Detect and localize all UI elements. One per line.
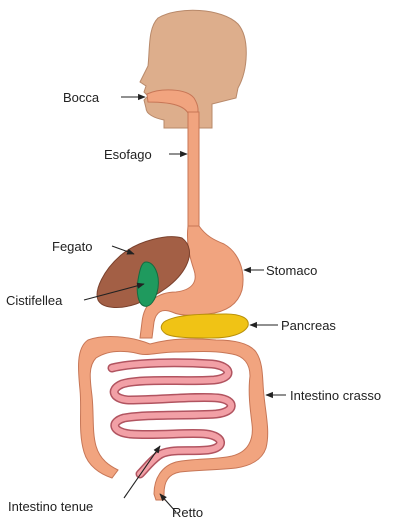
label-small-intestine: Intestino tenue bbox=[8, 499, 93, 514]
label-esophagus: Esofago bbox=[104, 147, 152, 162]
label-pancreas: Pancreas bbox=[281, 318, 336, 333]
label-gallbladder: Cistifellea bbox=[6, 293, 63, 308]
label-stomach: Stomaco bbox=[266, 263, 317, 278]
label-liver: Fegato bbox=[52, 239, 92, 254]
esophagus-tube bbox=[188, 112, 199, 228]
label-mouth: Bocca bbox=[63, 90, 100, 105]
label-large-intestine: Intestino crasso bbox=[290, 388, 381, 403]
pancreas-organ bbox=[161, 314, 248, 338]
label-rectum: Retto bbox=[172, 505, 203, 519]
